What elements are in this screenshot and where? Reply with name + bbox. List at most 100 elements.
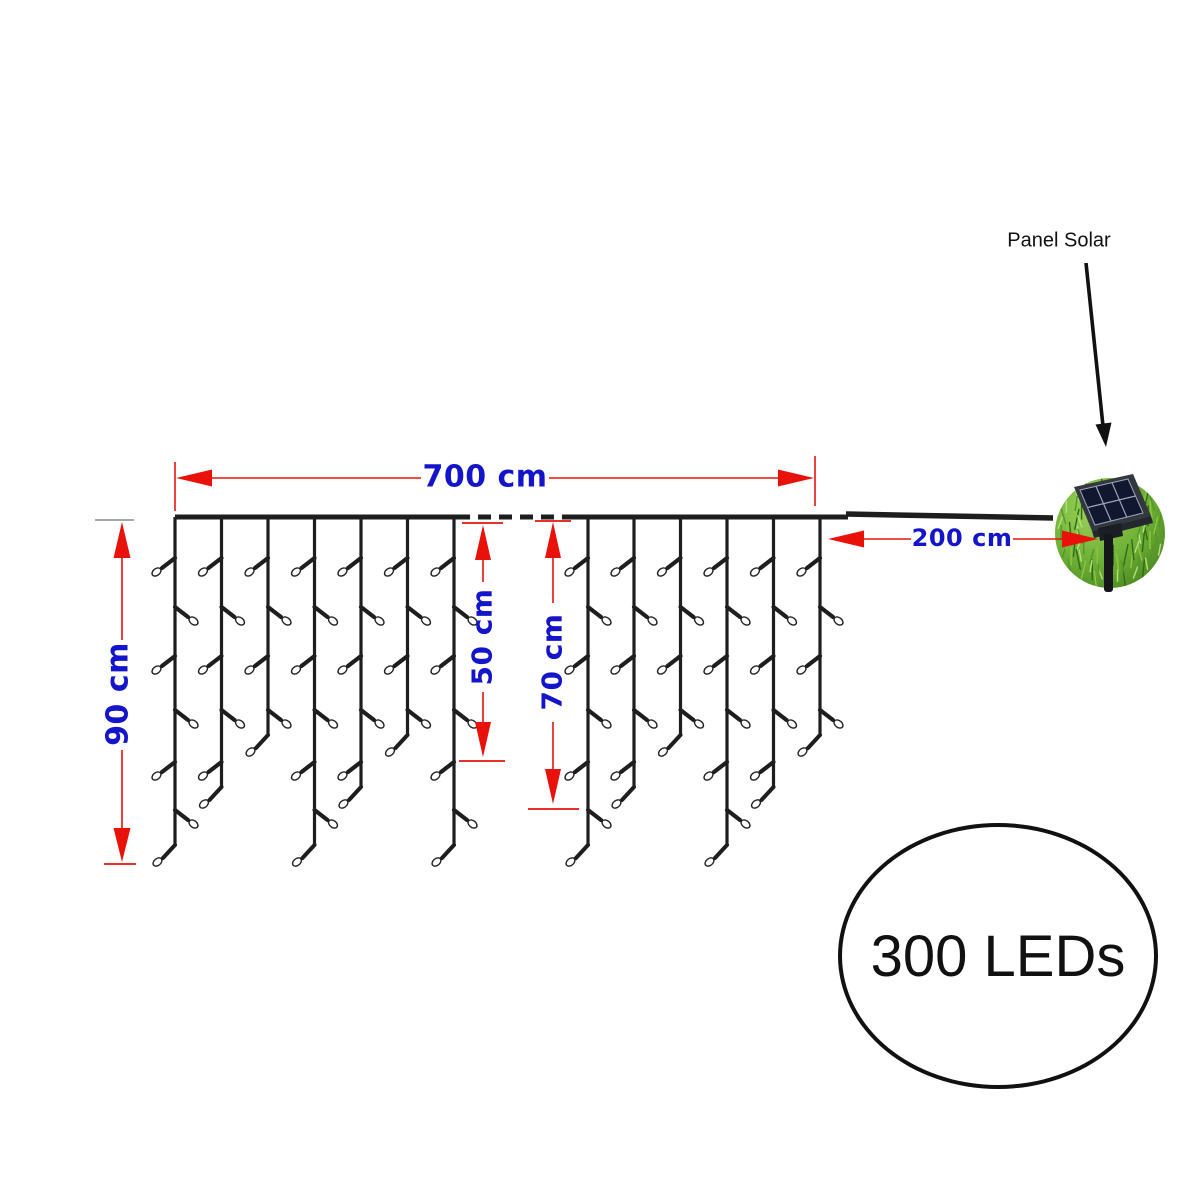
drop-long-dimension-label: 70 cm (535, 613, 569, 711)
grass-blade (1076, 515, 1083, 528)
led-lamp (197, 653, 224, 675)
grass-blade (1132, 566, 1139, 579)
led-lamp (610, 759, 637, 781)
led-lamp (703, 555, 730, 577)
width-dimension-label: 700 cm (422, 459, 548, 495)
led-lamp (796, 555, 823, 577)
grass-blade (1089, 560, 1093, 573)
drop-string (796, 517, 844, 757)
led-lamp (290, 555, 317, 577)
grass-blade (1123, 543, 1129, 566)
grass-blade (1157, 543, 1162, 556)
drop-string (564, 517, 612, 867)
led-lamp (724, 604, 751, 626)
led-lamp (430, 759, 457, 781)
grass-blade (1130, 539, 1135, 561)
led-lamp (358, 604, 385, 626)
grass-blade (1141, 559, 1146, 581)
led-lamp (564, 759, 591, 781)
led-lamp (430, 653, 457, 675)
drop-string (337, 517, 385, 809)
drop-short-dimension-label: 50 cm (465, 588, 499, 686)
led-count-badge: 300 LEDs (838, 823, 1158, 1089)
drop-string (749, 517, 798, 809)
dimension-200 (828, 530, 1098, 548)
led-lamp (703, 653, 730, 675)
drop-string (151, 517, 199, 867)
lead-wire-dimension-label: 200 cm (911, 524, 1013, 552)
led-lamp (703, 759, 730, 781)
led-lamp (585, 807, 612, 829)
grass-blade (1088, 549, 1095, 565)
led-lamp (564, 555, 591, 577)
grass-blade (1141, 530, 1146, 552)
dimension-70 (528, 520, 579, 810)
grass-blade (1136, 542, 1143, 561)
led-lamp (797, 733, 822, 757)
led-lamp (631, 604, 658, 626)
led-lamp (678, 707, 705, 729)
grass-blade (1149, 543, 1156, 560)
panel-pointer-arrow (1084, 262, 1112, 447)
led-lamp (631, 707, 658, 729)
solar-panel (1074, 474, 1153, 592)
grass-blade (1093, 570, 1098, 588)
dimension-90 (95, 519, 136, 865)
led-lamp (151, 653, 178, 675)
led-lamp (312, 604, 339, 626)
led-lamp (431, 843, 456, 867)
solar-panel-photo (1055, 474, 1165, 592)
led-lamp (724, 707, 751, 729)
drop-string (610, 517, 658, 809)
drop-string (244, 517, 292, 757)
dimension-50 (459, 522, 505, 762)
panel-stake (1104, 534, 1113, 592)
led-lamp (771, 604, 798, 626)
led-lamp (678, 604, 705, 626)
led-lamp (383, 555, 410, 577)
led-lamp (198, 785, 224, 809)
grass-blade (1073, 508, 1080, 530)
drop-string (430, 517, 478, 867)
led-lamp (265, 604, 292, 626)
led-lamp (585, 604, 612, 626)
led-count-text: 300 LEDs (870, 923, 1126, 989)
dimension-700 (174, 456, 816, 511)
led-lamp (749, 759, 776, 781)
led-lamp (451, 604, 478, 626)
led-lamp (796, 653, 823, 675)
led-lamp (265, 707, 292, 729)
led-lamp (656, 653, 683, 675)
led-lamp (151, 555, 178, 577)
led-lamp (172, 604, 199, 626)
grass-blade (1120, 560, 1126, 576)
led-lamp (704, 843, 729, 867)
panel-solar-label: Panel Solar (1007, 229, 1111, 252)
led-lamp (564, 653, 591, 675)
wires (175, 511, 1054, 521)
grass-blade (1074, 488, 1080, 502)
led-lamp (724, 807, 751, 829)
led-lamp (291, 843, 317, 867)
led-lamp (197, 555, 224, 577)
led-lamp (585, 707, 612, 729)
grass-blade (1144, 557, 1149, 570)
led-lamp (358, 707, 385, 729)
led-lamp (817, 707, 844, 729)
grass-blade (1075, 548, 1082, 571)
led-lamp (245, 733, 270, 757)
led-lamp (244, 555, 271, 577)
led-lamp (405, 604, 432, 626)
led-lamp (337, 653, 364, 675)
led-lamp (312, 807, 339, 829)
grass-blade (1149, 494, 1155, 511)
drop-string (290, 517, 339, 867)
grass-blade (1152, 516, 1159, 535)
led-lamp (656, 555, 683, 577)
led-lamp (244, 653, 271, 675)
led-lamp (151, 759, 178, 781)
drop-string (656, 517, 705, 757)
grass-blade (1078, 549, 1083, 562)
led-lamp (451, 807, 478, 829)
